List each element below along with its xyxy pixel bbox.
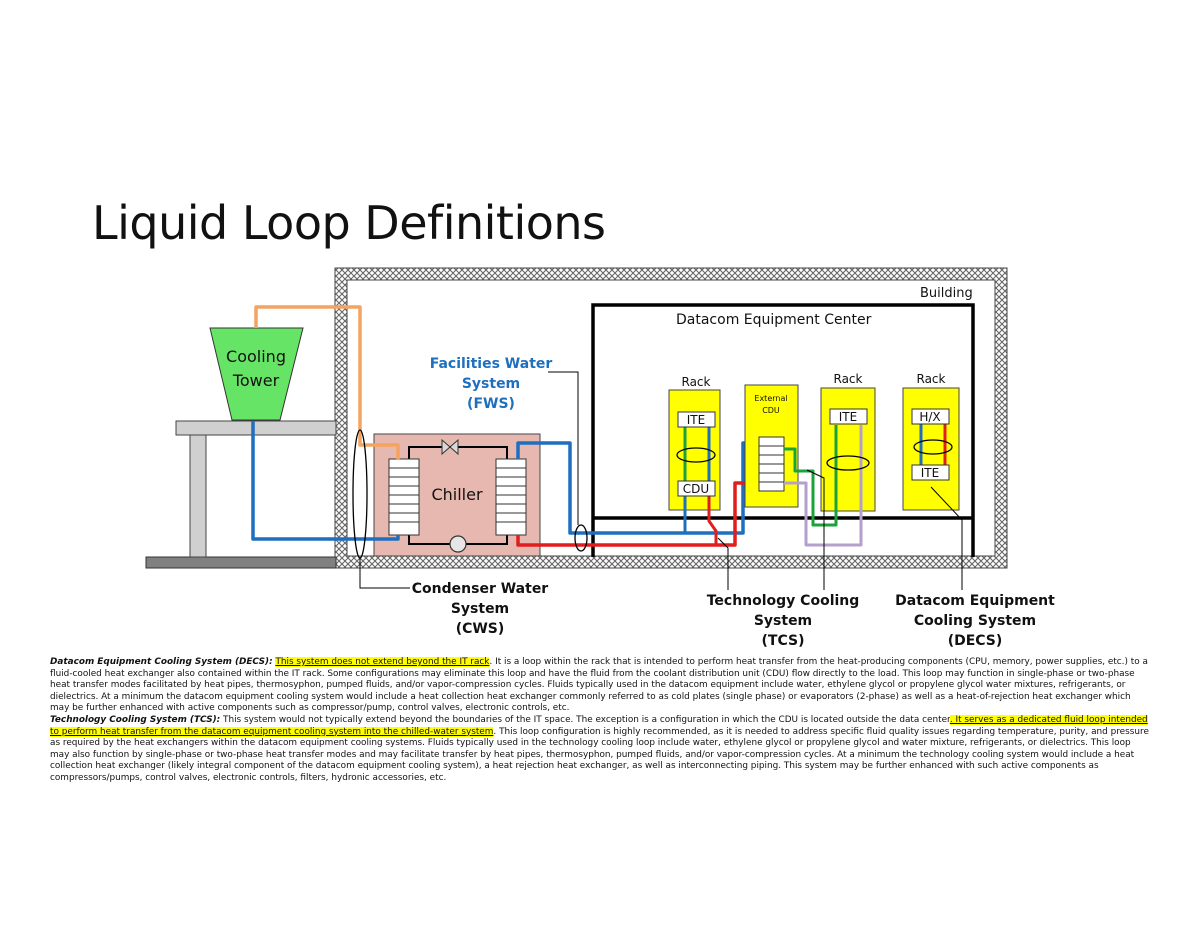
fws-label-line2: System xyxy=(462,376,520,392)
external-cdu-label-line2: CDU xyxy=(762,406,780,415)
chiller-label: Chiller xyxy=(431,485,482,504)
evaporator-coil-icon xyxy=(495,458,527,536)
ground-slab xyxy=(145,556,337,569)
rack-1-cdu-label: CDU xyxy=(683,482,709,496)
decs-label-line3: (DECS) xyxy=(948,633,1003,649)
rack-4-ite-box xyxy=(911,464,950,481)
decs-label-line1: Datacom Equipment xyxy=(895,593,1055,609)
datacom-center-boundary xyxy=(591,303,975,557)
cws-label-line2: System xyxy=(451,601,509,617)
condenser-water-pipes xyxy=(251,305,400,541)
rack-4 xyxy=(902,387,960,511)
rack-3-pipes xyxy=(834,425,863,520)
rack-4-hx-box xyxy=(911,408,950,425)
cooling-tower-platform xyxy=(175,420,337,558)
slide-title: Liquid Loop Definitions xyxy=(92,196,606,250)
cooling-tower xyxy=(209,327,304,421)
liquid-loop-diagram: Building Cooling Tower Datacom Equipment… xyxy=(145,267,1055,649)
cooling-tower-label-line1: Cooling xyxy=(226,347,286,366)
rack-4-pipes xyxy=(919,424,947,465)
rack-1-cdu-box xyxy=(677,480,716,497)
fws-label-line1: Facilities Water xyxy=(430,356,553,372)
tcs-label-line2: System xyxy=(754,613,812,629)
tcs-body-2: . This loop configuration is highly reco… xyxy=(50,726,1149,783)
definitions-text: Datacom Equipment Cooling System (DECS):… xyxy=(50,657,1150,785)
decs-highlight: This system does not extend beyond the I… xyxy=(275,657,490,667)
external-cdu-label-line1: External xyxy=(754,394,787,403)
rack-4-label: Rack xyxy=(917,372,946,386)
compressor-icon xyxy=(449,535,467,553)
decs-definition: Datacom Equipment Cooling System (DECS):… xyxy=(50,657,1150,715)
rack-3 xyxy=(820,387,876,512)
tcs-term: Technology Cooling System (TCS): xyxy=(50,714,221,725)
cws-label-line3: (CWS) xyxy=(456,621,505,637)
facilities-water-pipes xyxy=(516,441,760,547)
rack-3-ite-box xyxy=(829,408,868,425)
datacom-center-label: Datacom Equipment Center xyxy=(676,312,872,328)
cws-label-line1: Condenser Water xyxy=(412,581,549,597)
tcs-label-line1: Technology Cooling xyxy=(707,593,860,609)
rack-3-label: Rack xyxy=(834,372,863,386)
tcs-body-1: This system would not typically extend b… xyxy=(220,714,950,725)
decs-term: Datacom Equipment Cooling System (DECS): xyxy=(50,657,273,667)
leader-lines xyxy=(359,371,963,590)
rack-4-hx-label: H/X xyxy=(919,410,940,424)
rack-4-ite-label: ITE xyxy=(921,466,939,480)
fws-label-line3: (FWS) xyxy=(467,396,515,412)
rack-1-ite-label: ITE xyxy=(687,413,705,427)
building-label: Building xyxy=(920,286,973,301)
condenser-coil-icon xyxy=(388,458,420,536)
tcs-label-line3: (TCS) xyxy=(762,633,805,649)
tcs-definition: Technology Cooling System (TCS): This sy… xyxy=(50,714,1150,785)
external-cdu-hx-icon xyxy=(758,436,785,492)
decs-body: . It is a loop within the rack that is i… xyxy=(50,657,1148,714)
rack-1-pipes xyxy=(683,425,718,545)
fws-loop-marker xyxy=(574,524,588,552)
cooling-tower-label-line2: Tower xyxy=(232,371,280,390)
rack-4-decs-loop-marker xyxy=(913,439,953,455)
rack-1-decs-loop-marker xyxy=(676,447,716,463)
expansion-valve-icon xyxy=(441,438,459,456)
rack-1-label: Rack xyxy=(682,375,711,389)
rack-1-ite-box xyxy=(677,411,716,428)
rack-3-decs-loop-marker xyxy=(826,455,870,471)
decs-label-line2: Cooling System xyxy=(914,613,1036,629)
rack-3-ite-label: ITE xyxy=(839,410,857,424)
